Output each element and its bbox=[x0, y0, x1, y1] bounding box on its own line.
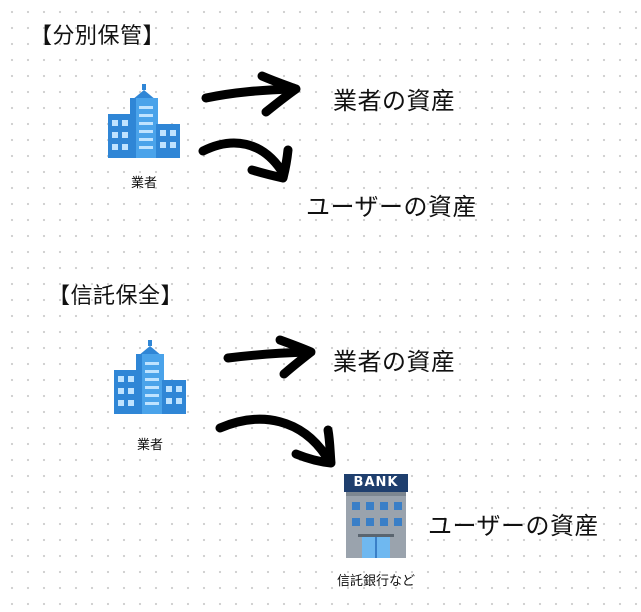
arrow-to-bank bbox=[215, 414, 331, 461]
office-building-icon bbox=[114, 340, 186, 414]
section-title-segregated: 【分別保管】 bbox=[30, 24, 166, 49]
arrow-to-user-assets bbox=[198, 138, 286, 175]
user-assets-label: ユーザーの資産 bbox=[306, 193, 478, 221]
arrowhead bbox=[291, 425, 336, 468]
office-building-icon bbox=[108, 84, 180, 158]
arrow-to-company-assets bbox=[223, 347, 311, 363]
company-assets-label: 業者の資産 bbox=[333, 87, 456, 115]
building-caption: 業者 bbox=[130, 176, 157, 191]
bank-sign: BANK bbox=[344, 474, 408, 492]
company-assets-label: 業者の資産 bbox=[333, 348, 456, 376]
arrowhead bbox=[247, 145, 293, 183]
section-title-trust: 【信託保全】 bbox=[48, 284, 184, 309]
bank-building-icon: BANK bbox=[344, 474, 408, 558]
bank-caption: 信託銀行など bbox=[336, 574, 415, 589]
user-assets-label: ユーザーの資産 bbox=[428, 512, 600, 540]
building-caption: 業者 bbox=[136, 438, 163, 453]
arrowhead bbox=[257, 71, 301, 117]
arrowhead bbox=[275, 335, 316, 379]
bank-facade-icon bbox=[346, 492, 406, 558]
